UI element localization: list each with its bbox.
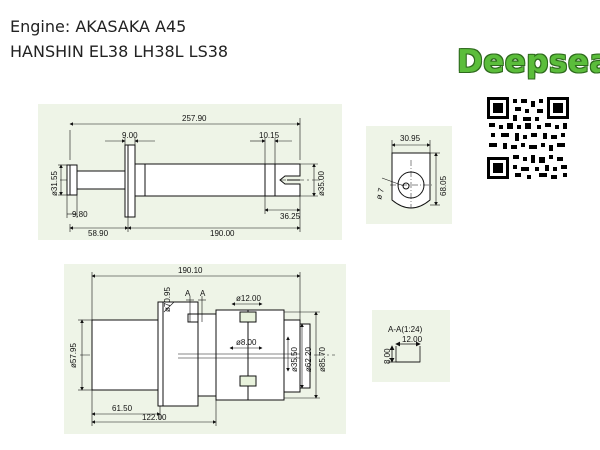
dim-slot-width: 12.00 xyxy=(402,335,423,344)
bottom-view-shape xyxy=(80,301,335,407)
dim-flange-width: 9.00 xyxy=(122,131,138,140)
brand-logo: Deepsea xyxy=(457,44,600,80)
section-title: A-A(1:24) xyxy=(388,325,423,334)
dim-bore-6220: ø62.20 xyxy=(304,347,313,372)
dim-length-12200: 122.00 xyxy=(142,413,167,422)
top-view-dimensions xyxy=(58,118,318,232)
dim-hub-diameter: ø70.95 xyxy=(163,287,172,312)
end-view-dimensions xyxy=(381,140,440,206)
section-mark-a-right: A xyxy=(200,289,206,298)
engine-models: HANSHIN EL38 LH38L LS38 xyxy=(10,42,229,61)
top-view-shaft xyxy=(60,144,320,218)
dim-end-hole: ø 7 xyxy=(374,186,386,200)
dim-right-diameter: ø35.00 xyxy=(317,171,326,196)
dim-left-diameter: ø31.55 xyxy=(50,171,59,196)
dim-length-6150: 61.50 xyxy=(112,404,133,413)
dim-flange-offset: 58.90 xyxy=(88,229,109,238)
dim-end-length: 36.25 xyxy=(280,212,301,221)
dim-shaft-5795: ø57.95 xyxy=(69,343,78,368)
dim-end-step: 9.80 xyxy=(72,210,88,219)
engine-title: Engine: AKASAKA A45 xyxy=(10,17,187,36)
section-view-shape xyxy=(388,341,421,363)
end-view-shape xyxy=(390,152,432,209)
dim-bore-8570: ø85.70 xyxy=(318,347,327,372)
dim-end-width-3095: 30.95 xyxy=(400,134,421,143)
dim-body-length: 190.00 xyxy=(210,229,235,238)
qr-code-graphic xyxy=(487,97,569,179)
qr-code-icon xyxy=(487,97,569,179)
bottom-view-dimensions xyxy=(78,272,320,426)
dim-hole-8: ø8.00 xyxy=(236,338,257,347)
dim-bottom-overall: 190.10 xyxy=(178,266,203,275)
dim-bore-3550: ø35.50 xyxy=(290,347,299,372)
dim-end-width: 10.15 xyxy=(259,131,280,140)
dim-overall-length: 257.90 xyxy=(182,114,207,123)
dim-end-height-6805: 68.05 xyxy=(439,175,448,196)
dim-hole-12: ø12.00 xyxy=(236,294,261,303)
dim-slot-depth: 8.00 xyxy=(383,348,392,364)
section-mark-a-left: A xyxy=(185,289,191,298)
